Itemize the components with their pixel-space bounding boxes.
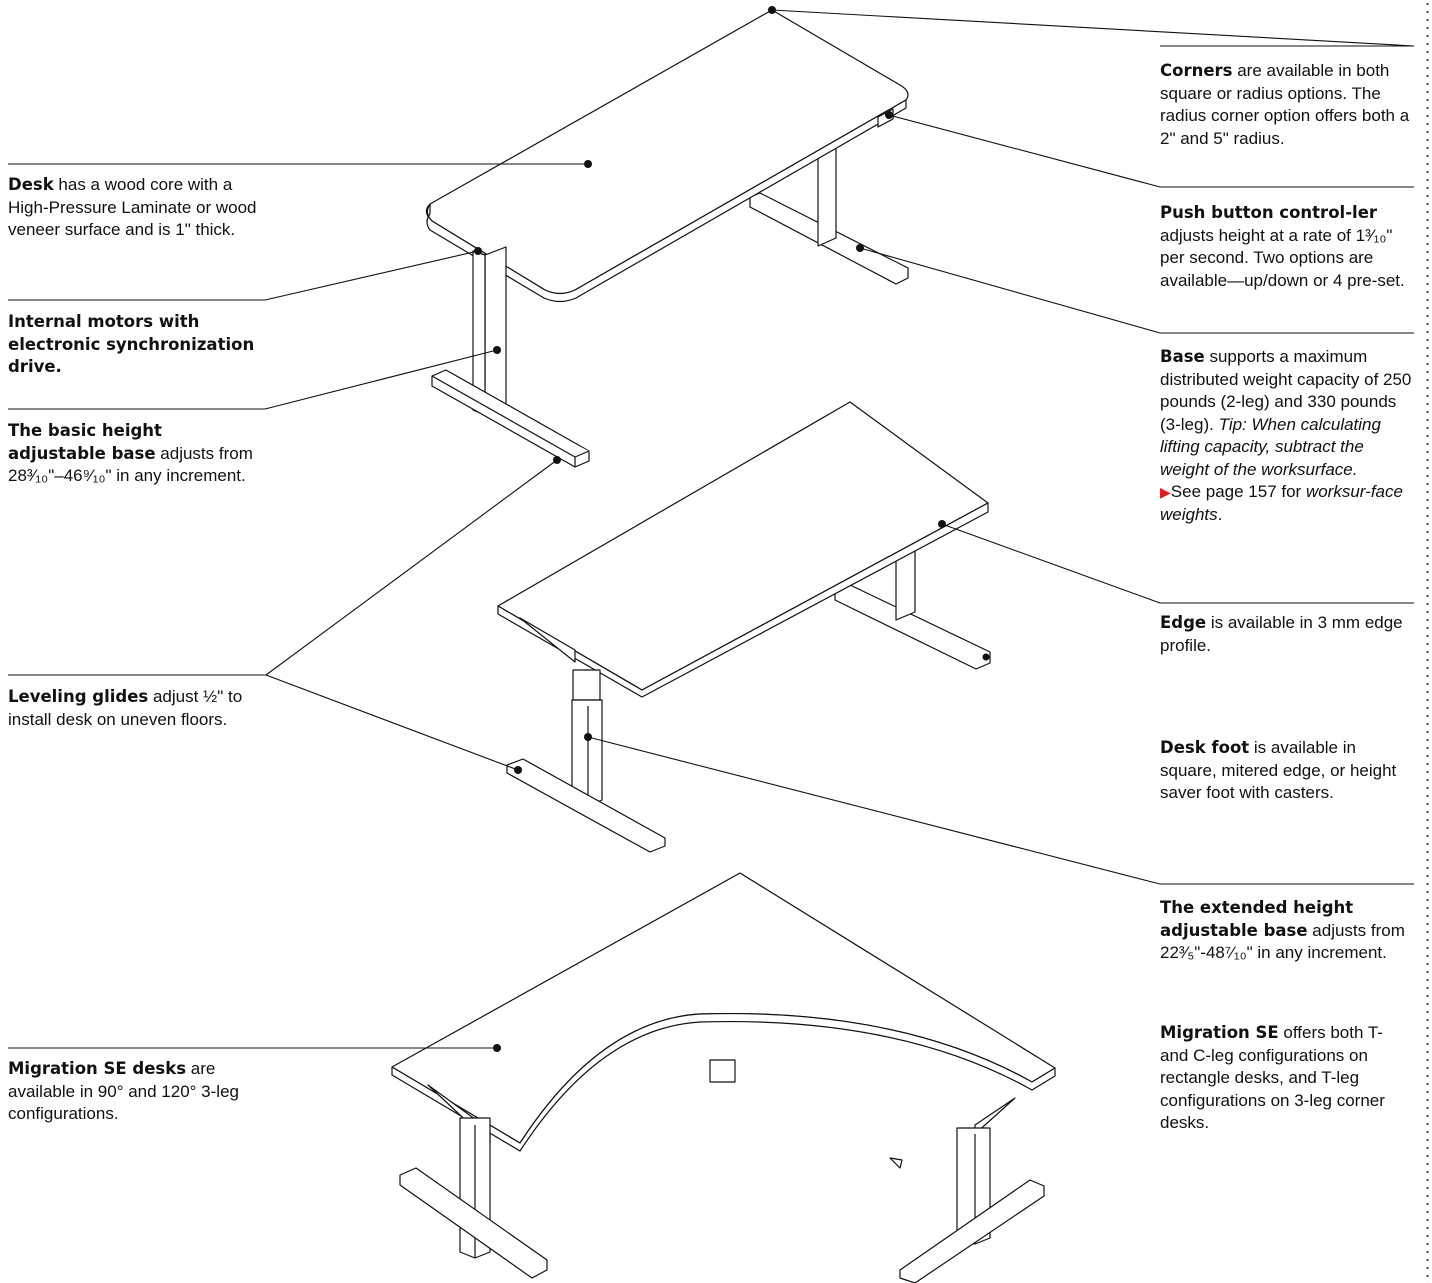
callout-desk-foot-text: is available in square, mitered edge, or… bbox=[1160, 738, 1397, 802]
callout-leveling-glides: Leveling glides adjust ½" to install des… bbox=[8, 686, 268, 731]
callout-leveling-glides-text: adjust ½" to install desk on uneven floo… bbox=[8, 687, 243, 729]
callout-base-see-link: worksur-face weights bbox=[1160, 482, 1403, 524]
callout-migration-desks: Migration SE desks are available in 90° … bbox=[8, 1058, 258, 1126]
callout-desk: Desk has a wood core with a High-Pressur… bbox=[8, 174, 270, 242]
callout-basic-base-title: The basic height adjustable base bbox=[8, 421, 162, 463]
callout-leveling-glides-title: Leveling glides bbox=[8, 687, 149, 706]
callout-base-text: supports a maximum distributed weight ca… bbox=[1160, 347, 1412, 434]
callout-push-button: Push button control-ler adjusts height a… bbox=[1160, 202, 1410, 292]
callout-migration-se: Migration SE offers both T- and C-leg co… bbox=[1160, 1022, 1416, 1135]
callout-internal-motors: Internal motors with electronic synchron… bbox=[8, 311, 258, 379]
callout-push-button-title: Push button control-ler bbox=[1160, 203, 1378, 222]
callout-corners-title: Corners bbox=[1160, 61, 1233, 80]
callout-edge-title: Edge bbox=[1160, 613, 1207, 632]
callout-desk-foot-title: Desk foot bbox=[1160, 738, 1250, 757]
callout-corners: Corners are available in both square or … bbox=[1160, 60, 1410, 150]
callout-edge-text: is available in 3 mm edge profile. bbox=[1160, 613, 1403, 655]
callout-base-see: See page 157 for bbox=[1170, 482, 1306, 501]
callout-desk-title: Desk bbox=[8, 175, 54, 194]
dotted-page-border bbox=[1426, 0, 1429, 1283]
callout-extended-base-title: The extended height adjustable base bbox=[1160, 898, 1354, 940]
callout-base-see-suffix: . bbox=[1217, 504, 1223, 524]
callout-corners-text: are available in both square or radius o… bbox=[1160, 61, 1410, 148]
callout-migration-se-title: Migration SE bbox=[1160, 1023, 1279, 1042]
callout-migration-se-text: offers both T- and C-leg configurations … bbox=[1160, 1023, 1385, 1132]
callout-migration-desks-title: Migration SE desks bbox=[8, 1059, 187, 1078]
callout-extended-base: The extended height adjustable base adju… bbox=[1160, 897, 1410, 965]
desk-top-illustration bbox=[8, 6, 1415, 468]
callout-base-title: Base bbox=[1160, 347, 1205, 366]
callout-internal-motors-title: Internal motors with electronic synchron… bbox=[8, 312, 255, 376]
callout-base-tip: Tip: When calculating lifting capacity, … bbox=[1160, 414, 1381, 479]
desk-corner-illustration bbox=[8, 872, 1056, 1283]
callout-base: Base supports a maximum distributed weig… bbox=[1160, 346, 1414, 526]
callout-push-button-text: adjusts height at a rate of 1³⁄₁₀" per s… bbox=[1160, 225, 1405, 290]
red-triangle-arrow-icon: ▶ bbox=[1160, 484, 1171, 500]
callout-migration-desks-text: are available in 90° and 120° 3-leg conf… bbox=[8, 1059, 239, 1123]
desk-middle-illustration bbox=[8, 401, 1414, 885]
callout-extended-base-text: adjusts from 22³⁄₅"-48⁷⁄₁₀" in any incre… bbox=[1160, 920, 1405, 963]
callout-edge: Edge is available in 3 mm edge profile. bbox=[1160, 612, 1410, 657]
callout-basic-base-text: adjusts from 28³⁄₁₀"–46⁹⁄₁₀" in any incr… bbox=[8, 443, 253, 486]
callout-basic-base: The basic height adjustable base adjusts… bbox=[8, 420, 258, 488]
callout-desk-foot: Desk foot is available in square, mitere… bbox=[1160, 737, 1416, 805]
callout-desk-text: has a wood core with a High-Pressure Lam… bbox=[8, 175, 257, 239]
